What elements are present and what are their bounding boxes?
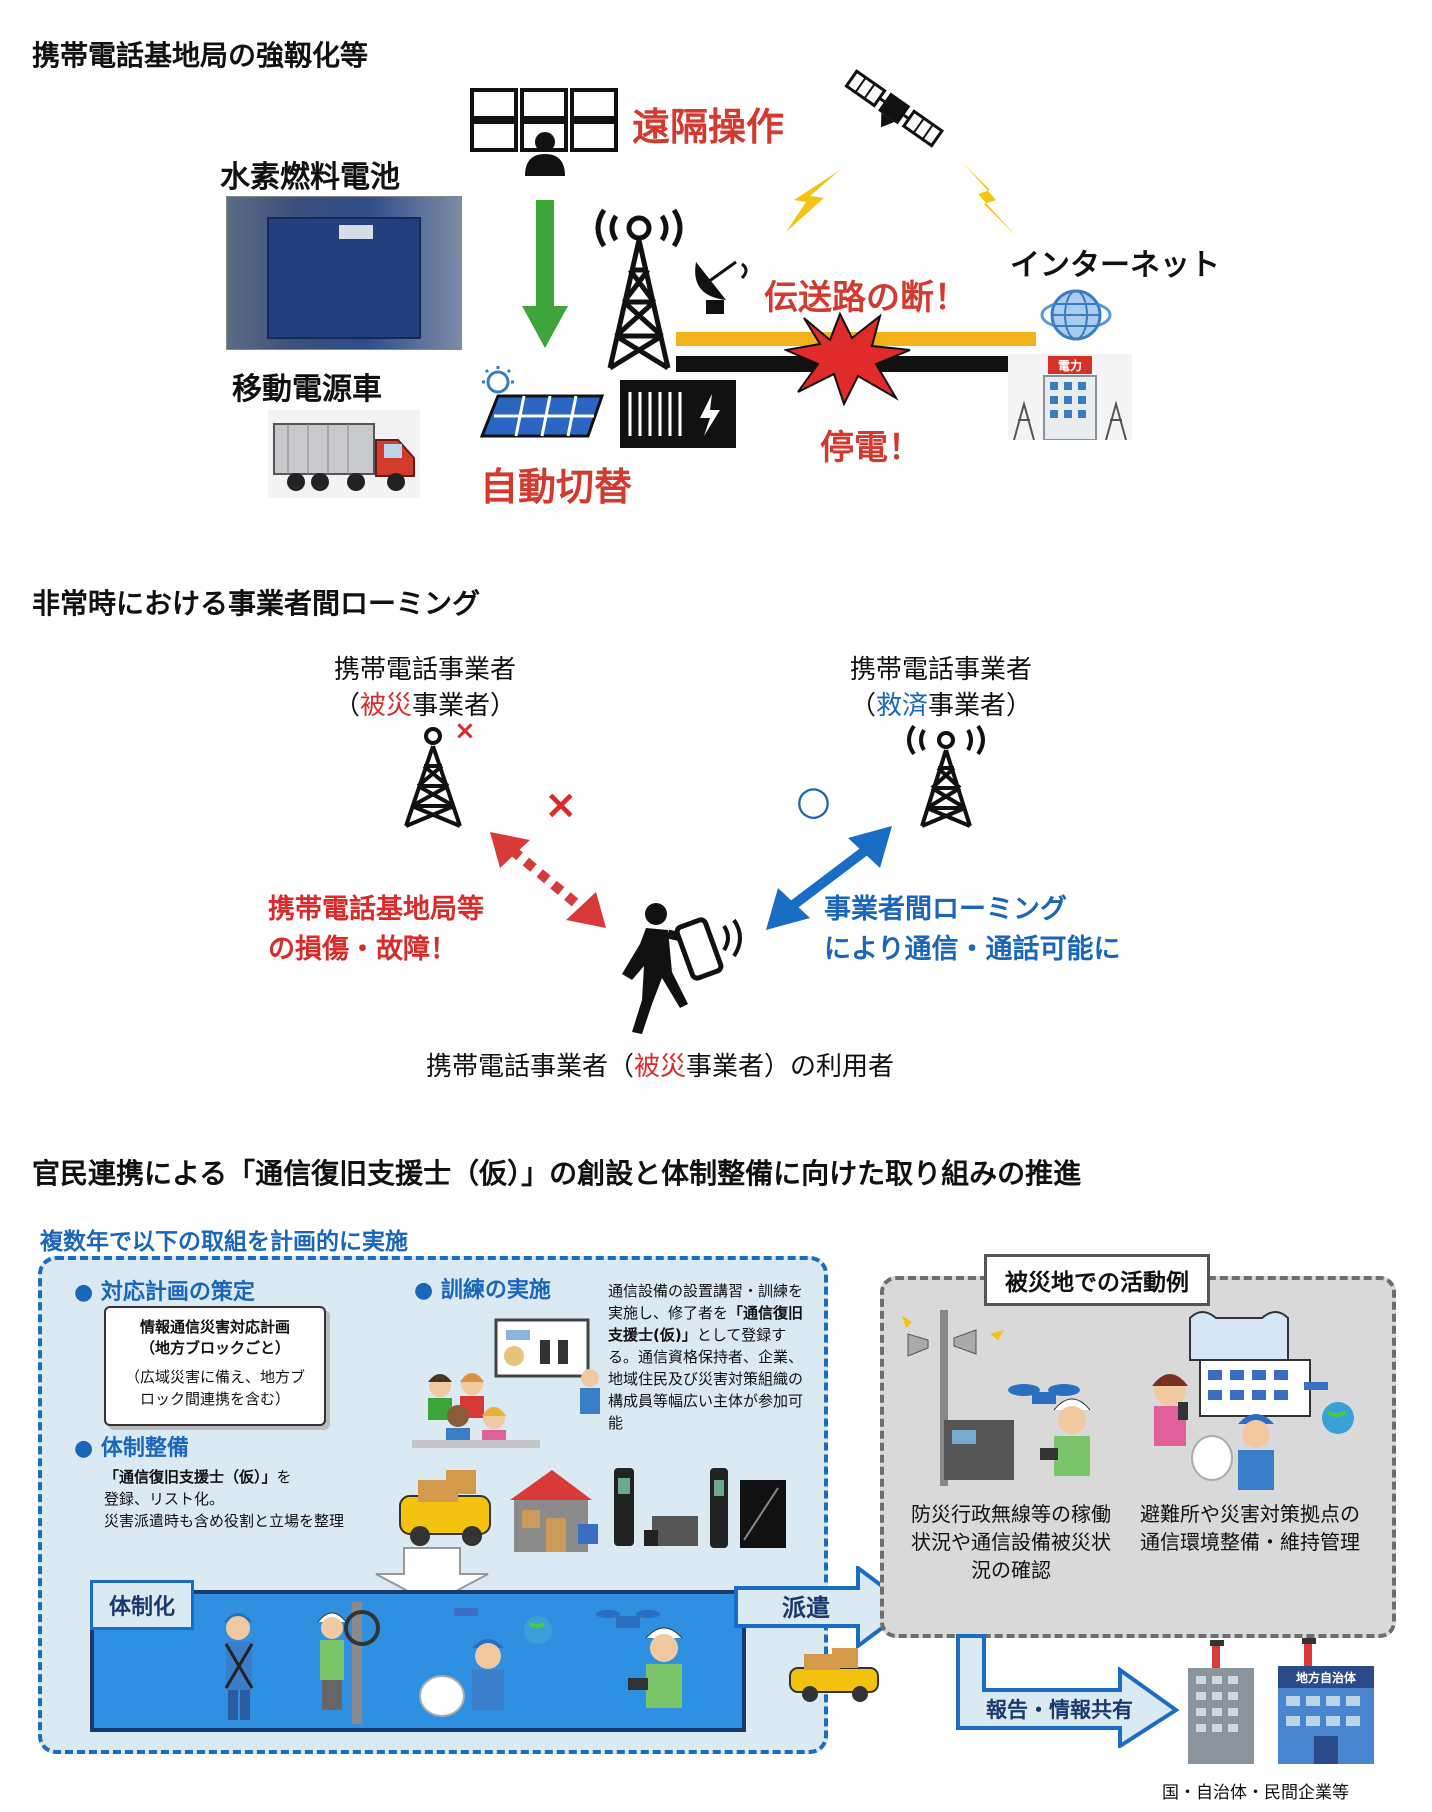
user-caption-pre: 携帯電話事業者（ xyxy=(426,1052,635,1082)
monitor-wall-icon xyxy=(470,88,618,176)
training-text-bold: 「通信復旧支援士(仮)」 xyxy=(608,1304,804,1344)
equipment-illustration xyxy=(392,1460,788,1560)
link-o-mark: ○ xyxy=(796,778,831,824)
transition-arrow xyxy=(372,1546,492,1606)
activity-2: 避難所や災害対策拠点の通信環境整備・維持管理 xyxy=(1140,1502,1360,1554)
bullet-system: ● 体制整備 xyxy=(74,1436,189,1461)
training-text-2: として登録する。通信資格保持者、企業、地域住民及び災害対策組織の構成員等幅広い主… xyxy=(608,1326,804,1432)
rescue-carrier-line1: 携帯電話事業者 xyxy=(849,655,1032,685)
line-break-label: 伝送路の断！ xyxy=(764,278,968,318)
card-title-line1: 情報通信災害対応計画 xyxy=(139,1318,290,1336)
bullet-training: ● 訓練の実施 xyxy=(414,1278,551,1303)
plan-card: 情報通信災害対応計画 （地方ブロックごと） （広域災害に備え、地方ブロック間連携… xyxy=(104,1306,326,1426)
rescue-tower-icon xyxy=(900,716,992,828)
fuel-cell-photo xyxy=(226,196,462,350)
report-label: 報告・情報共有 xyxy=(986,1698,1133,1722)
power-company-sign: 電力 xyxy=(1057,359,1082,373)
power-truck-photo xyxy=(268,410,420,498)
damage-label: 携帯電話基地局等 の損傷・故障！ xyxy=(268,890,484,970)
operator-icon xyxy=(523,130,567,176)
rescue-carrier-rest: 事業者） xyxy=(928,691,1033,721)
outage-label: 停電！ xyxy=(820,428,922,468)
section1-title: 携帯電話基地局の強靱化等 xyxy=(32,39,369,72)
activity-title: 被災地での活動例 xyxy=(984,1254,1210,1306)
user-caption-red: 被災 xyxy=(634,1052,687,1082)
user-caption-post: 事業者）の利用者 xyxy=(686,1052,895,1082)
power-company-building: 電力 xyxy=(1008,354,1132,441)
internet-label: インターネット xyxy=(1010,248,1220,283)
auto-switch-label: 自動切替 xyxy=(480,465,633,509)
affected-carrier-line1: 携帯電話事業者 xyxy=(333,655,516,685)
rescue-paren-open: （ xyxy=(849,691,876,721)
cell-tower-icon xyxy=(586,192,692,372)
dispatch-label: 派遣 xyxy=(782,1594,830,1622)
rescue-word: 救済 xyxy=(875,691,928,721)
parabolic-antenna-icon xyxy=(686,256,756,316)
footer-label: 国・自治体・民間企業等 xyxy=(1162,1783,1349,1803)
mobile-power-label: 移動電源車 xyxy=(232,372,382,407)
report-arrow xyxy=(952,1634,1182,1750)
activity-1: 防災行政無線等の稼働状況や通信設備被災状況の確認 xyxy=(911,1502,1111,1582)
affected-carrier-line2: （被災事業者） xyxy=(300,688,550,724)
link-x-mark: × xyxy=(544,782,578,828)
affected-carrier-label: 携帯電話事業者 （被災事業者） xyxy=(300,652,550,724)
rescue-carrier-line2: （救済事業者） xyxy=(816,688,1066,724)
system-text-bold: 「通信復旧支援士（仮）」 xyxy=(104,1468,277,1486)
training-class-illustration xyxy=(410,1316,602,1450)
break-burst-icon xyxy=(782,310,914,407)
solar-panel-icon xyxy=(476,366,606,442)
remote-op-label: 遠隔操作 xyxy=(632,105,785,149)
phone-user-icon xyxy=(612,900,762,1036)
tower-x-mark: × xyxy=(454,716,476,746)
section3-title: 官民連携による「通信復旧支援士（仮）」の創設と体制整備に向けた取り組みの推進 xyxy=(32,1157,1082,1190)
affected-carrier-rest: 事業者） xyxy=(412,691,517,721)
shelter-support-illustration xyxy=(1142,1306,1378,1502)
down-arrow-icon xyxy=(520,200,570,350)
system-text-line2: 登録、リスト化。 xyxy=(104,1490,225,1508)
failed-link-arrow xyxy=(486,828,610,932)
system-text: 「通信復旧支援士（仮）」を 登録、リスト化。 災害派遣時も含め役割と立場を整理 xyxy=(104,1466,364,1532)
satellite-icon xyxy=(840,68,950,150)
roaming-line1: 事業者間ローミング xyxy=(824,894,1067,925)
dispatch-car-icon xyxy=(786,1644,882,1704)
training-text-1: 通信設備の設置講習・訓練を実施し、修了者を xyxy=(608,1282,804,1322)
card-title-line2: （地方ブロックごと） xyxy=(139,1339,290,1357)
globe-icon xyxy=(1040,284,1112,346)
local-gov-sign: 地方自治体 xyxy=(1295,1671,1356,1685)
rescue-carrier-label: 携帯電話事業者 （救済事業者） xyxy=(816,652,1066,724)
affected-tower-icon xyxy=(398,726,468,828)
training-text: 通信設備の設置講習・訓練を実施し、修了者を「通信復旧支援士(仮)」として登録する… xyxy=(608,1280,812,1434)
battery-container-icon xyxy=(618,378,738,450)
system-text-1: を xyxy=(276,1468,292,1486)
section2-title: 非常時における事業者間ローミング xyxy=(32,587,481,620)
radio-check-illustration xyxy=(900,1310,1100,1486)
bullet-plan: ● 対応計画の策定 xyxy=(74,1280,255,1305)
roaming-line2: により通信・通話可能に xyxy=(824,934,1121,965)
hydrogen-label: 水素燃料電池 xyxy=(220,160,400,195)
user-caption: 携帯電話事業者（被災事業者）の利用者 xyxy=(426,1046,894,1083)
affected-word: 被災 xyxy=(359,691,412,721)
lightning-right-icon xyxy=(960,160,1020,240)
card-body: （広域災害に備え、地方ブロック間連携を含む） xyxy=(124,1368,305,1408)
plan-header: 複数年で以下の取組を計画的に実施 xyxy=(40,1229,408,1255)
damage-line2: の損傷・故障！ xyxy=(268,934,457,965)
system-text-line1: 「通信復旧支援士（仮）」を xyxy=(104,1466,364,1488)
damage-line1: 携帯電話基地局等 xyxy=(268,894,484,925)
lightning-left-icon xyxy=(780,168,850,234)
roaming-label: 事業者間ローミング により通信・通話可能に xyxy=(824,890,1120,970)
roaming-link-arrow xyxy=(762,822,896,934)
government-buildings-illustration: 地方自治体 xyxy=(1184,1636,1394,1766)
team-workers-illustration xyxy=(208,1600,728,1724)
system-text-line3: 災害派遣時も含め役割と立場を整理 xyxy=(104,1512,345,1530)
structured-label: 体制化 xyxy=(90,1580,195,1630)
affected-paren-open: （ xyxy=(333,691,360,721)
